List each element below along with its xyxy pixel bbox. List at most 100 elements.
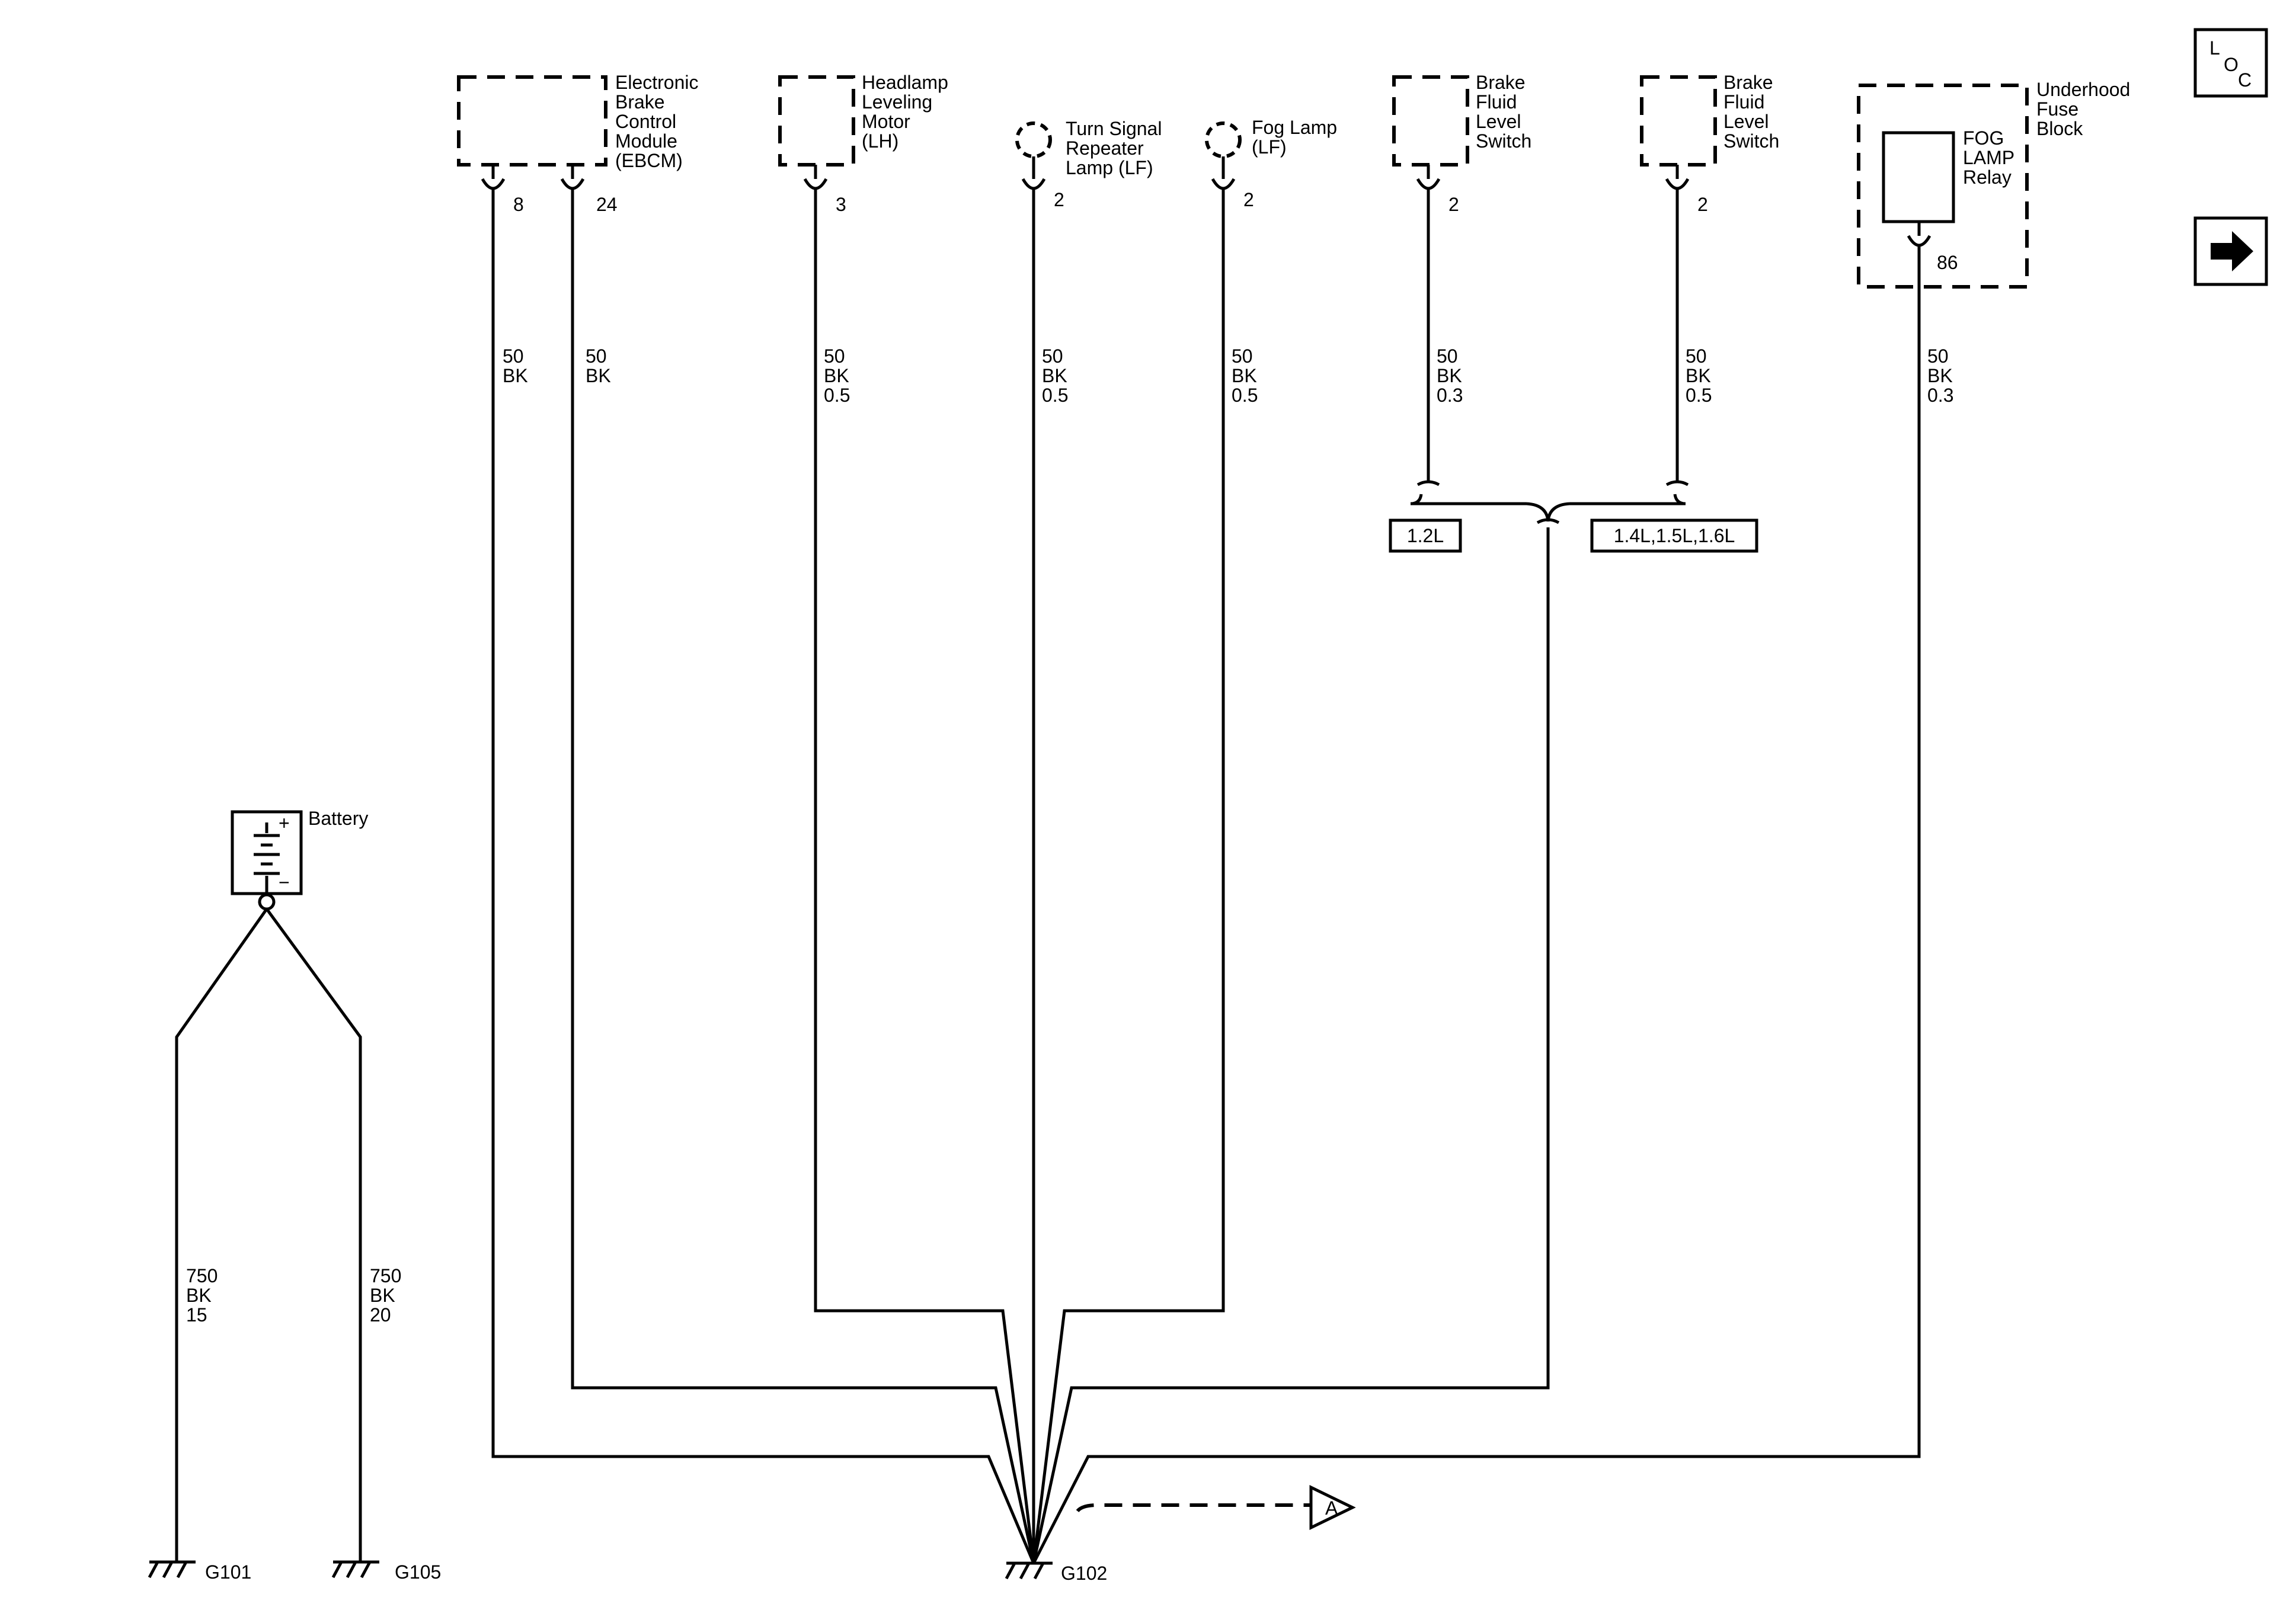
svg-text:0.5: 0.5 xyxy=(1042,385,1068,406)
pin-ebcm-8: 8 xyxy=(513,194,524,215)
pin-turn-signal-2: 2 xyxy=(1054,189,1064,210)
ground-g105-icon xyxy=(331,1560,379,1579)
wire-label-relay: 50 BK 0.3 xyxy=(1927,345,1953,406)
svg-text:0.5: 0.5 xyxy=(824,385,850,406)
svg-text:1.2L: 1.2L xyxy=(1407,525,1444,546)
svg-text:BK: BK xyxy=(586,365,611,386)
svg-text:O: O xyxy=(2224,54,2239,75)
pin-brake-switch-1-2: 2 xyxy=(1448,194,1459,215)
svg-text:Fuse: Fuse xyxy=(2036,98,2078,120)
battery-symbol: + − xyxy=(231,810,303,895)
svg-text:750: 750 xyxy=(186,1265,218,1286)
wire-relay xyxy=(1032,245,1921,1564)
offpage-reference-a[interactable]: A xyxy=(1309,1485,1356,1530)
fog-lamp-relay-label: FOG LAMP Relay xyxy=(1963,127,2014,188)
ground-g102-icon xyxy=(1005,1561,1053,1580)
battery-label: Battery xyxy=(308,808,368,829)
wire-label-ebcm-24: 50 BK xyxy=(586,345,611,386)
svg-text:0.3: 0.3 xyxy=(1437,385,1463,406)
wire-ebcm-24 xyxy=(571,188,1035,1564)
brake-switch-1-box xyxy=(1392,75,1469,167)
brake-switch-1-label: Brake Fluid Level Switch xyxy=(1476,72,1531,152)
wire-label-fog-lamp: 50 BK 0.5 xyxy=(1232,345,1258,406)
svg-text:50: 50 xyxy=(1042,345,1063,367)
wire-label-turn-signal: 50 BK 0.5 xyxy=(1042,345,1068,406)
svg-text:Repeater: Repeater xyxy=(1066,137,1144,159)
svg-text:LAMP: LAMP xyxy=(1963,147,2014,168)
svg-text:1.4L,1.5L,1.6L: 1.4L,1.5L,1.6L xyxy=(1614,525,1735,546)
svg-text:Motor: Motor xyxy=(862,111,910,132)
headlamp-motor-box xyxy=(778,75,855,167)
ground-g101-icon xyxy=(148,1560,196,1579)
svg-text:(LF): (LF) xyxy=(1252,136,1287,158)
svg-text:(EBCM): (EBCM) xyxy=(615,150,683,171)
svg-text:Switch: Switch xyxy=(1476,130,1531,152)
svg-text:FOG: FOG xyxy=(1963,127,2004,149)
option-box-1-2l: 1.2L xyxy=(1389,518,1462,553)
svg-text:Brake: Brake xyxy=(615,91,665,113)
svg-text:BK: BK xyxy=(1437,365,1462,386)
svg-text:750: 750 xyxy=(370,1265,401,1286)
svg-text:Headlamp: Headlamp xyxy=(862,72,948,93)
wire-label-brake-switch-2: 50 BK 0.5 xyxy=(1686,345,1712,406)
pin-brake-switch-2-2: 2 xyxy=(1697,194,1708,215)
loc-icon[interactable]: L O C xyxy=(2193,28,2268,98)
svg-text:Turn Signal: Turn Signal xyxy=(1066,118,1162,139)
terminal-fog-lamp-2 xyxy=(1211,156,1236,190)
svg-text:Leveling: Leveling xyxy=(862,91,932,113)
fog-lamp-symbol xyxy=(1205,121,1242,158)
svg-text:Fluid: Fluid xyxy=(1723,91,1764,113)
pin-fog-lamp-2: 2 xyxy=(1243,189,1254,210)
svg-text:50: 50 xyxy=(586,345,607,367)
turn-signal-lamp-label: Turn Signal Repeater Lamp (LF) xyxy=(1066,118,1162,178)
ebcm-label: Electronic Brake Control Module (EBCM) xyxy=(615,72,699,171)
wire-brake-common xyxy=(1032,527,1550,1564)
svg-text:Electronic: Electronic xyxy=(615,72,699,93)
svg-text:Module: Module xyxy=(615,130,677,152)
pin-headlamp-3: 3 xyxy=(836,194,846,215)
terminal-brake-switch-1-2 xyxy=(1416,165,1441,190)
svg-text:50: 50 xyxy=(1686,345,1707,367)
svg-text:Brake: Brake xyxy=(1476,72,1526,93)
terminal-brake-switch-2-2 xyxy=(1665,165,1690,190)
wire-headlamp xyxy=(814,188,1035,1564)
svg-text:0.5: 0.5 xyxy=(1686,385,1712,406)
svg-text:C: C xyxy=(2238,69,2252,91)
svg-text:15: 15 xyxy=(186,1304,207,1326)
wire-label-headlamp: 50 BK 0.5 xyxy=(824,345,850,406)
fog-lamp-label: Fog Lamp (LF) xyxy=(1252,117,1337,158)
terminal-relay-86 xyxy=(1907,222,1932,247)
svg-text:(LH): (LH) xyxy=(862,130,898,152)
svg-text:Fluid: Fluid xyxy=(1476,91,1517,113)
svg-text:50: 50 xyxy=(1927,345,1949,367)
svg-text:Underhood: Underhood xyxy=(2036,79,2130,100)
svg-text:50: 50 xyxy=(824,345,845,367)
offpage-reference-line xyxy=(1076,1503,1311,1513)
terminal-turn-signal-2 xyxy=(1021,156,1046,190)
terminal-ebcm-24 xyxy=(560,165,585,190)
svg-text:20: 20 xyxy=(370,1304,391,1326)
wire-fog-lamp xyxy=(1032,188,1225,1564)
svg-text:50: 50 xyxy=(1232,345,1253,367)
option-box-1-4l-1-5l-1-6l: 1.4L,1.5L,1.6L xyxy=(1590,518,1758,553)
wire-ebcm-8 xyxy=(491,188,1035,1564)
svg-text:BK: BK xyxy=(824,365,849,386)
terminal-headlamp-3 xyxy=(803,165,828,190)
wire-label-battery-g105: 750 BK 20 xyxy=(370,1265,401,1326)
svg-text:0.5: 0.5 xyxy=(1232,385,1258,406)
svg-text:Fog Lamp: Fog Lamp xyxy=(1252,117,1337,138)
wire-battery-g101 xyxy=(175,908,268,1562)
svg-text:BK: BK xyxy=(186,1285,212,1306)
arrow-right-icon[interactable] xyxy=(2193,216,2268,286)
wire-battery-g105 xyxy=(265,908,362,1562)
pin-ebcm-24: 24 xyxy=(596,194,618,215)
svg-text:BK: BK xyxy=(1927,365,1953,386)
svg-text:50: 50 xyxy=(1437,345,1458,367)
svg-text:Level: Level xyxy=(1476,111,1521,132)
ebcm-box xyxy=(457,75,607,167)
fuse-block-label: Underhood Fuse Block xyxy=(2036,79,2130,139)
svg-text:BK: BK xyxy=(370,1285,395,1306)
option-splice xyxy=(1410,480,1689,524)
wire-label-ebcm-8: 50 BK xyxy=(503,345,528,386)
